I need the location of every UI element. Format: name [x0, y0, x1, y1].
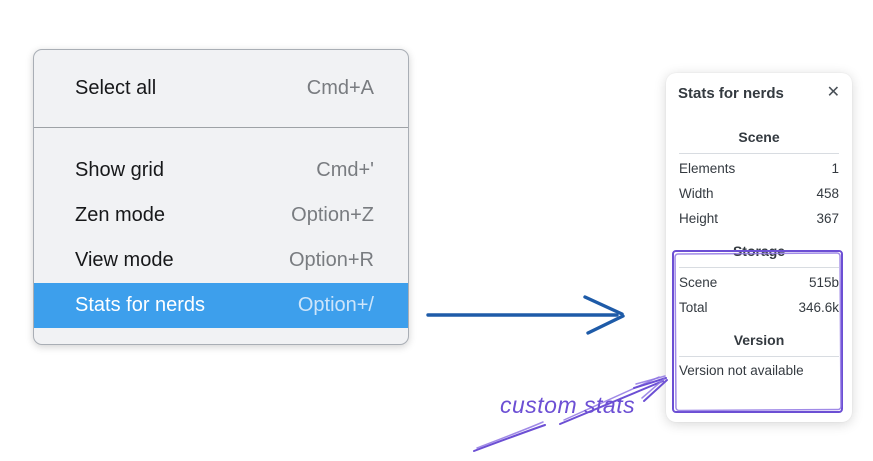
stat-row-elements: Elements 1: [679, 159, 839, 179]
menu-item-label: Select all: [75, 77, 157, 99]
divider: [679, 267, 839, 268]
menu-item-shortcut: Option+/: [297, 294, 374, 316]
stat-value: 1: [831, 161, 839, 176]
stat-row-width: Width 458: [679, 184, 839, 204]
stat-value: 367: [816, 211, 839, 226]
stat-label: Height: [679, 211, 719, 226]
menu-item-shortcut: Cmd+A: [306, 77, 374, 99]
menu-item-shortcut: Cmd+': [316, 159, 374, 181]
menu-item-label: Stats for nerds: [75, 294, 206, 316]
stats-panel: Stats for nerds ✕ Scene Elements 1 Width…: [666, 73, 852, 422]
close-icon[interactable]: ✕: [826, 84, 840, 101]
stat-row-height: Height 367: [679, 209, 839, 229]
stat-label: Width: [679, 186, 714, 201]
divider: [679, 153, 839, 154]
stat-label: Total: [679, 300, 708, 315]
menu-item-shortcut: Option+Z: [291, 204, 374, 226]
menu-item-select-all[interactable]: Select all Cmd+A: [34, 66, 408, 111]
menu-item-shortcut: Option+R: [288, 249, 374, 271]
stat-row-total-size: Total 346.6k: [679, 298, 839, 318]
stat-value: 458: [816, 186, 839, 201]
version-note: Version not available: [679, 363, 804, 378]
stat-label: Scene: [679, 275, 718, 290]
menu-item-label: Show grid: [75, 159, 164, 181]
stat-value: 346.6k: [798, 300, 839, 315]
section-header-version: Version: [733, 332, 785, 348]
section-header-storage: Storage: [732, 243, 786, 259]
divider: [679, 356, 839, 357]
stats-panel-title: Stats for nerds: [678, 85, 784, 102]
menu-section-top: Select all Cmd+A: [34, 50, 408, 127]
menu-item-stats-for-nerds[interactable]: Stats for nerds Option+/: [34, 283, 408, 328]
stat-row-scene-size: Scene 515b: [679, 273, 839, 293]
flow-arrow-icon: [426, 295, 625, 335]
menu-section-bottom: Show grid Cmd+' Zen mode Option+Z View m…: [34, 127, 408, 344]
menu-item-zen-mode[interactable]: Zen mode Option+Z: [34, 193, 408, 238]
context-menu: Select all Cmd+A Show grid Cmd+' Zen mod…: [33, 49, 409, 345]
section-header-scene: Scene: [738, 129, 780, 145]
stat-value: 515b: [808, 275, 839, 290]
menu-item-show-grid[interactable]: Show grid Cmd+': [34, 148, 408, 193]
menu-item-label: Zen mode: [75, 204, 166, 226]
stats-panel-header: Stats for nerds ✕: [678, 85, 840, 103]
stat-label: Elements: [679, 161, 736, 176]
annotation-label: custom stats: [500, 392, 636, 418]
menu-item-label: View mode: [75, 249, 174, 271]
menu-item-view-mode[interactable]: View mode Option+R: [34, 238, 408, 283]
